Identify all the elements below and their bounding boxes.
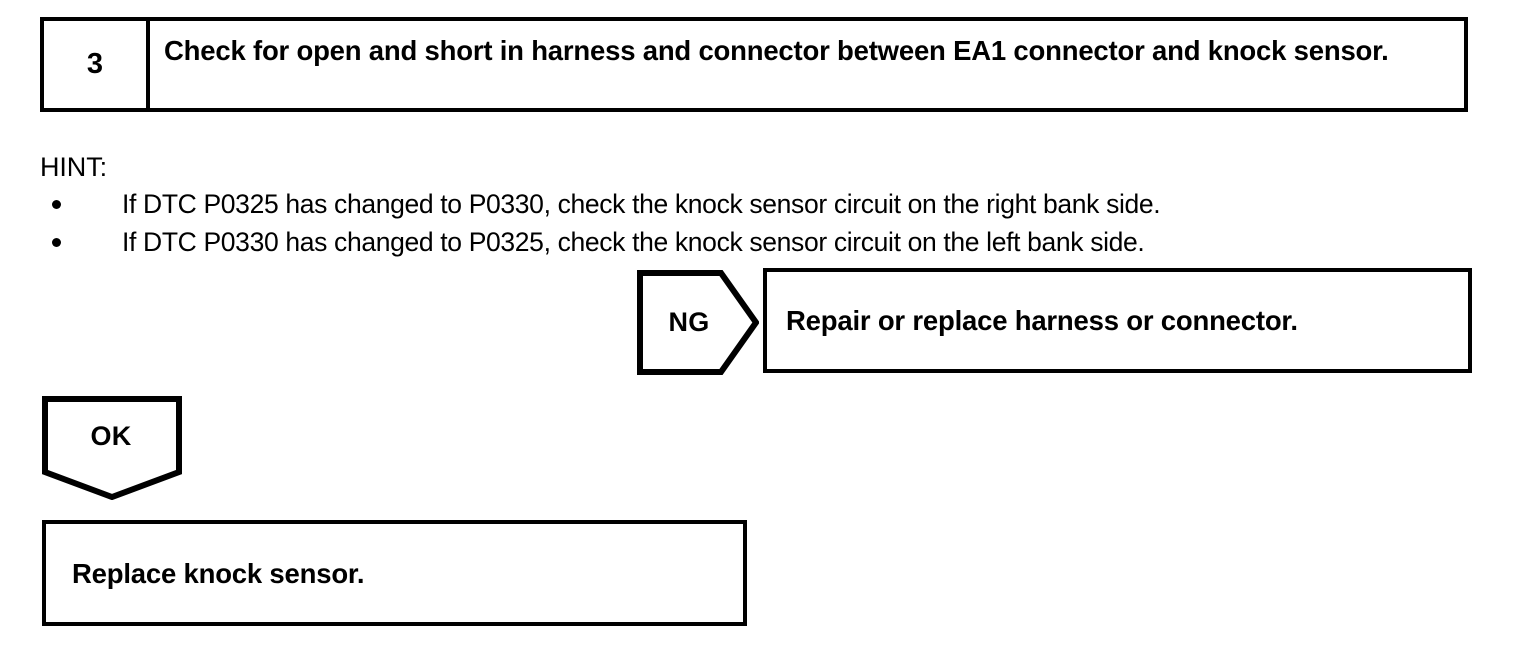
ng-result-text: Repair or replace harness or connector. — [786, 305, 1298, 336]
bullet-icon — [52, 200, 61, 209]
hint-item-text: If DTC P0330 has changed to P0325, check… — [122, 227, 1145, 257]
hint-item-text: If DTC P0325 has changed to P0330, check… — [122, 189, 1161, 219]
ok-branch-label: OK — [90, 420, 132, 451]
list-item: If DTC P0325 has changed to P0330, check… — [40, 189, 1440, 227]
final-action-text: Replace knock sensor. — [72, 558, 365, 589]
step-number-cell: 3 — [44, 21, 150, 108]
hint-list: If DTC P0325 has changed to P0330, check… — [40, 189, 1440, 265]
step-instruction: Check for open and short in harness and … — [164, 35, 1389, 66]
list-item: If DTC P0330 has changed to P0325, check… — [40, 227, 1440, 265]
ng-result-box: Repair or replace harness or connector. — [763, 268, 1472, 373]
step-number: 3 — [86, 48, 104, 80]
bullet-icon — [52, 238, 61, 247]
final-action-box: Replace knock sensor. — [42, 520, 747, 626]
ok-arrow-shape — [42, 396, 182, 500]
ng-arrow-shape — [637, 270, 759, 375]
hint-label: HINT: — [40, 152, 108, 182]
step-header-table: 3 Check for open and short in harness an… — [40, 17, 1468, 112]
ng-branch-label: NG — [668, 307, 710, 337]
